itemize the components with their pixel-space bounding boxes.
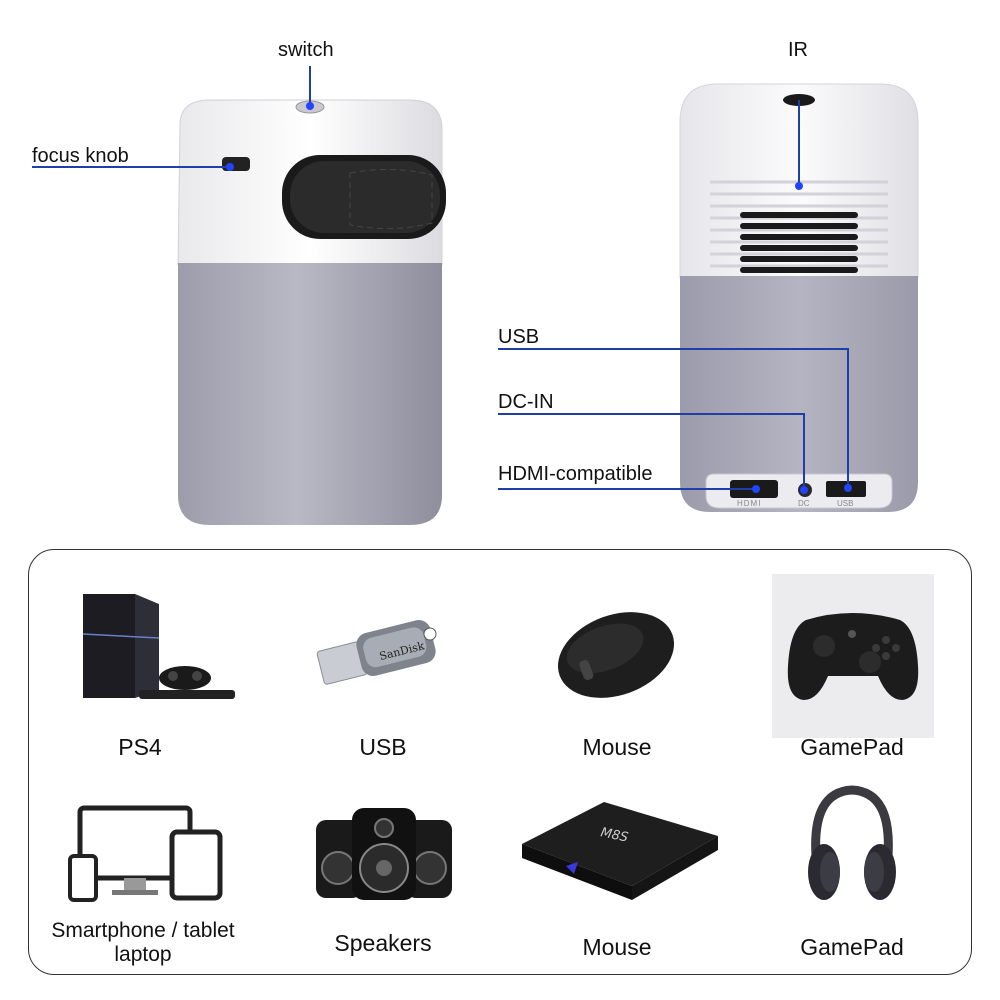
device-label-headphones: GamePad [800,934,904,960]
tv-box-brand: M8S [599,825,629,845]
device-label-smartphone-tablet: Smartphone / tablet [51,919,235,942]
port-label-hdmi: HDMI [737,499,762,508]
compatible-devices-panel [28,549,972,975]
gamepad-icon [787,613,919,700]
projector-front [170,95,450,530]
headphones-icon [808,785,896,900]
usb-leader-line-v [847,348,849,488]
dc-in-label: DC-IN [498,391,554,413]
ir-marker [795,182,803,190]
dc-in-leader-line-h [498,413,804,415]
switch-marker [306,102,314,110]
switch-leader-line [309,66,311,104]
hdmi-leader-line [498,488,756,490]
ps4-console-icon [82,594,235,699]
device-label-ps4: PS4 [118,734,162,760]
usb-flash-drive-icon: SanDisk [316,620,437,685]
device-label-tv-box: Mouse [582,934,652,960]
switch-label: switch [278,39,334,61]
ir-leader-line [798,100,800,184]
projector-front-illustration [177,99,446,525]
dc-in-leader-line-v [803,413,805,489]
devices-icon [68,805,223,902]
hdmi-label: HDMI-compatible [498,463,653,485]
tv-box-icon: M8S [522,802,718,900]
focus-knob-label: focus knob [32,145,129,167]
focus-knob-marker [226,163,234,171]
port-label-usb: USB [837,499,854,508]
device-label-usb: USB [359,734,407,760]
mouse-icon [557,612,675,698]
speakers-icon [316,808,452,900]
device-label-speakers: Speakers [334,930,432,956]
focus-knob-leader-line [32,166,230,168]
device-label-laptop: laptop [114,943,172,966]
usb-leader-line-h [498,348,848,350]
dc-in-marker [800,486,808,494]
hdmi-marker [752,485,760,493]
ir-label: IR [788,39,808,61]
usb-marker [844,484,852,492]
usb-port-label: USB [498,326,540,348]
device-label-mouse: Mouse [582,734,652,760]
device-label-gamepad: GamePad [800,734,904,760]
port-label-dc: DC [798,499,810,508]
